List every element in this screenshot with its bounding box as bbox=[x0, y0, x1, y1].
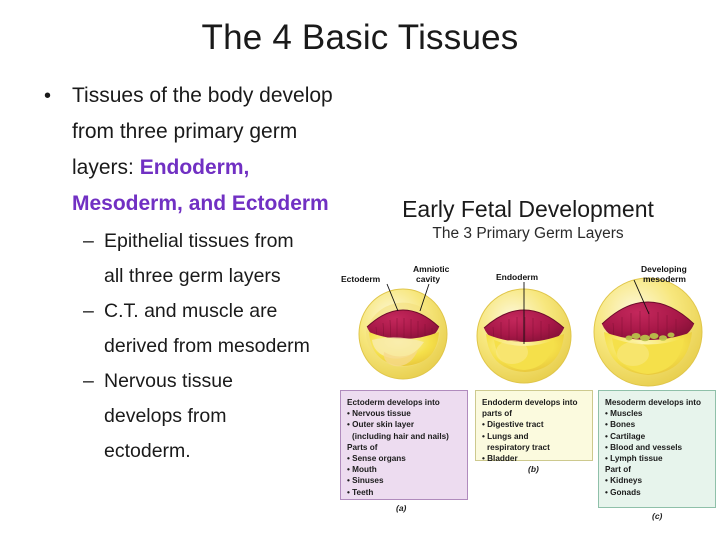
sub-bullet-label: develops from bbox=[104, 405, 227, 427]
germ-layer-info-boxes: Ectoderm develops into • Nervous tissue … bbox=[336, 390, 720, 521]
label-ectoderm: Ectoderm bbox=[341, 274, 381, 284]
label-amniotic-cavity: cavity bbox=[416, 274, 441, 284]
info-box-heading: Endoderm develops into bbox=[482, 398, 578, 407]
figure-title: Early Fetal Development bbox=[402, 196, 654, 222]
info-box-mesoderm: Mesoderm develops into • Muscles • Bones… bbox=[598, 390, 716, 508]
figure-caption-c: (c) bbox=[652, 511, 663, 521]
list-item: • Kidneys bbox=[605, 476, 642, 486]
list-item: • Bladder bbox=[482, 454, 518, 464]
main-bullet-text: Tissues of the body develop from three p… bbox=[72, 84, 333, 179]
embryo-stage-a bbox=[358, 288, 448, 380]
list-item: • Muscles bbox=[605, 409, 643, 419]
label-leader-lines bbox=[386, 279, 650, 344]
list-item: • Mouth bbox=[347, 465, 377, 475]
list-item: • Digestive tract bbox=[482, 420, 544, 430]
sub-bullet-nervous-line1: – Nervous tissue bbox=[28, 364, 358, 399]
info-box-heading: Ectoderm develops into bbox=[347, 398, 440, 407]
embryo-stages-illustration bbox=[358, 277, 703, 387]
main-bullet: • Tissues of the body develop from three… bbox=[28, 78, 358, 222]
sub-bullet-label: ectoderm. bbox=[104, 440, 191, 462]
label-amniotic: Amniotic bbox=[413, 264, 450, 274]
label-developing-mesoderm: mesoderm bbox=[643, 274, 686, 284]
sub-bullet-label: Epithelial tissues from bbox=[104, 230, 294, 252]
list-item: • Lymph tissue bbox=[605, 454, 663, 464]
sub-bullet-nervous-line3: ectoderm. bbox=[28, 434, 358, 469]
sub-bullet-label: C.T. and muscle are bbox=[104, 300, 278, 322]
figure-subtitle: The 3 Primary Germ Layers bbox=[432, 225, 624, 242]
developing-mesoderm-band bbox=[625, 332, 675, 342]
list-item: Part of bbox=[605, 465, 631, 475]
dash-marker-icon: – bbox=[83, 300, 94, 322]
sub-bullet-ct-muscle-line1: – C.T. and muscle are bbox=[28, 294, 358, 329]
sub-bullet-label: derived from mesoderm bbox=[104, 335, 310, 357]
list-item: • Teeth bbox=[347, 487, 374, 497]
sub-bullet-label: all three germ layers bbox=[104, 265, 281, 287]
info-box-heading: Mesoderm develops into bbox=[605, 398, 701, 407]
list-item: Parts of bbox=[347, 442, 378, 452]
sub-bullet-nervous-line2: develops from bbox=[28, 399, 358, 434]
fetal-development-figure: Early Fetal Development The 3 Primary Ge… bbox=[336, 196, 720, 521]
dash-marker-icon: – bbox=[83, 230, 94, 252]
list-item: • Lungs and bbox=[482, 431, 529, 441]
figure-caption-a: (a) bbox=[396, 503, 407, 513]
list-item: • Blood and vessels bbox=[605, 442, 683, 452]
info-box-endoderm: Endoderm develops into parts of • Digest… bbox=[475, 390, 593, 464]
list-item: • Sinuses bbox=[347, 476, 384, 486]
list-item: parts of bbox=[482, 409, 513, 419]
list-item: respiratory tract bbox=[487, 442, 550, 452]
list-item: • Bones bbox=[605, 420, 636, 430]
sub-bullet-ct-muscle-line2: derived from mesoderm bbox=[28, 329, 358, 364]
list-item: • Sense organs bbox=[347, 454, 406, 464]
list-item: (including hair and nails) bbox=[352, 431, 449, 441]
info-box-ectoderm: Ectoderm develops into • Nervous tissue … bbox=[340, 390, 468, 500]
sub-bullet-epithelial-line1: – Epithelial tissues from bbox=[28, 224, 358, 259]
list-item: • Outer skin layer bbox=[347, 420, 415, 430]
list-item: • Cartilage bbox=[605, 431, 646, 441]
embryo-illustration-row: Ectoderm Amniotic cavity Endoderm Develo… bbox=[336, 248, 720, 388]
body-text-column: • Tissues of the body develop from three… bbox=[28, 78, 358, 469]
sub-bullet-label: Nervous tissue bbox=[104, 370, 233, 392]
list-item: • Nervous tissue bbox=[347, 409, 411, 419]
list-item: • Gonads bbox=[605, 487, 641, 497]
sub-bullet-list: – Epithelial tissues from all three germ… bbox=[28, 224, 358, 469]
embryo-stage-c bbox=[593, 277, 703, 387]
sub-bullet-epithelial-line2: all three germ layers bbox=[28, 259, 358, 294]
bullet-dot-icon: • bbox=[44, 85, 52, 107]
label-endoderm: Endoderm bbox=[496, 272, 539, 282]
dash-marker-icon: – bbox=[83, 370, 94, 392]
figure-caption-b: (b) bbox=[528, 464, 539, 474]
label-developing: Developing bbox=[641, 264, 687, 274]
page-title: The 4 Basic Tissues bbox=[201, 18, 519, 57]
germ-layer-highlight: Endoderm, Mesoderm, and Ectoderm bbox=[72, 156, 329, 215]
